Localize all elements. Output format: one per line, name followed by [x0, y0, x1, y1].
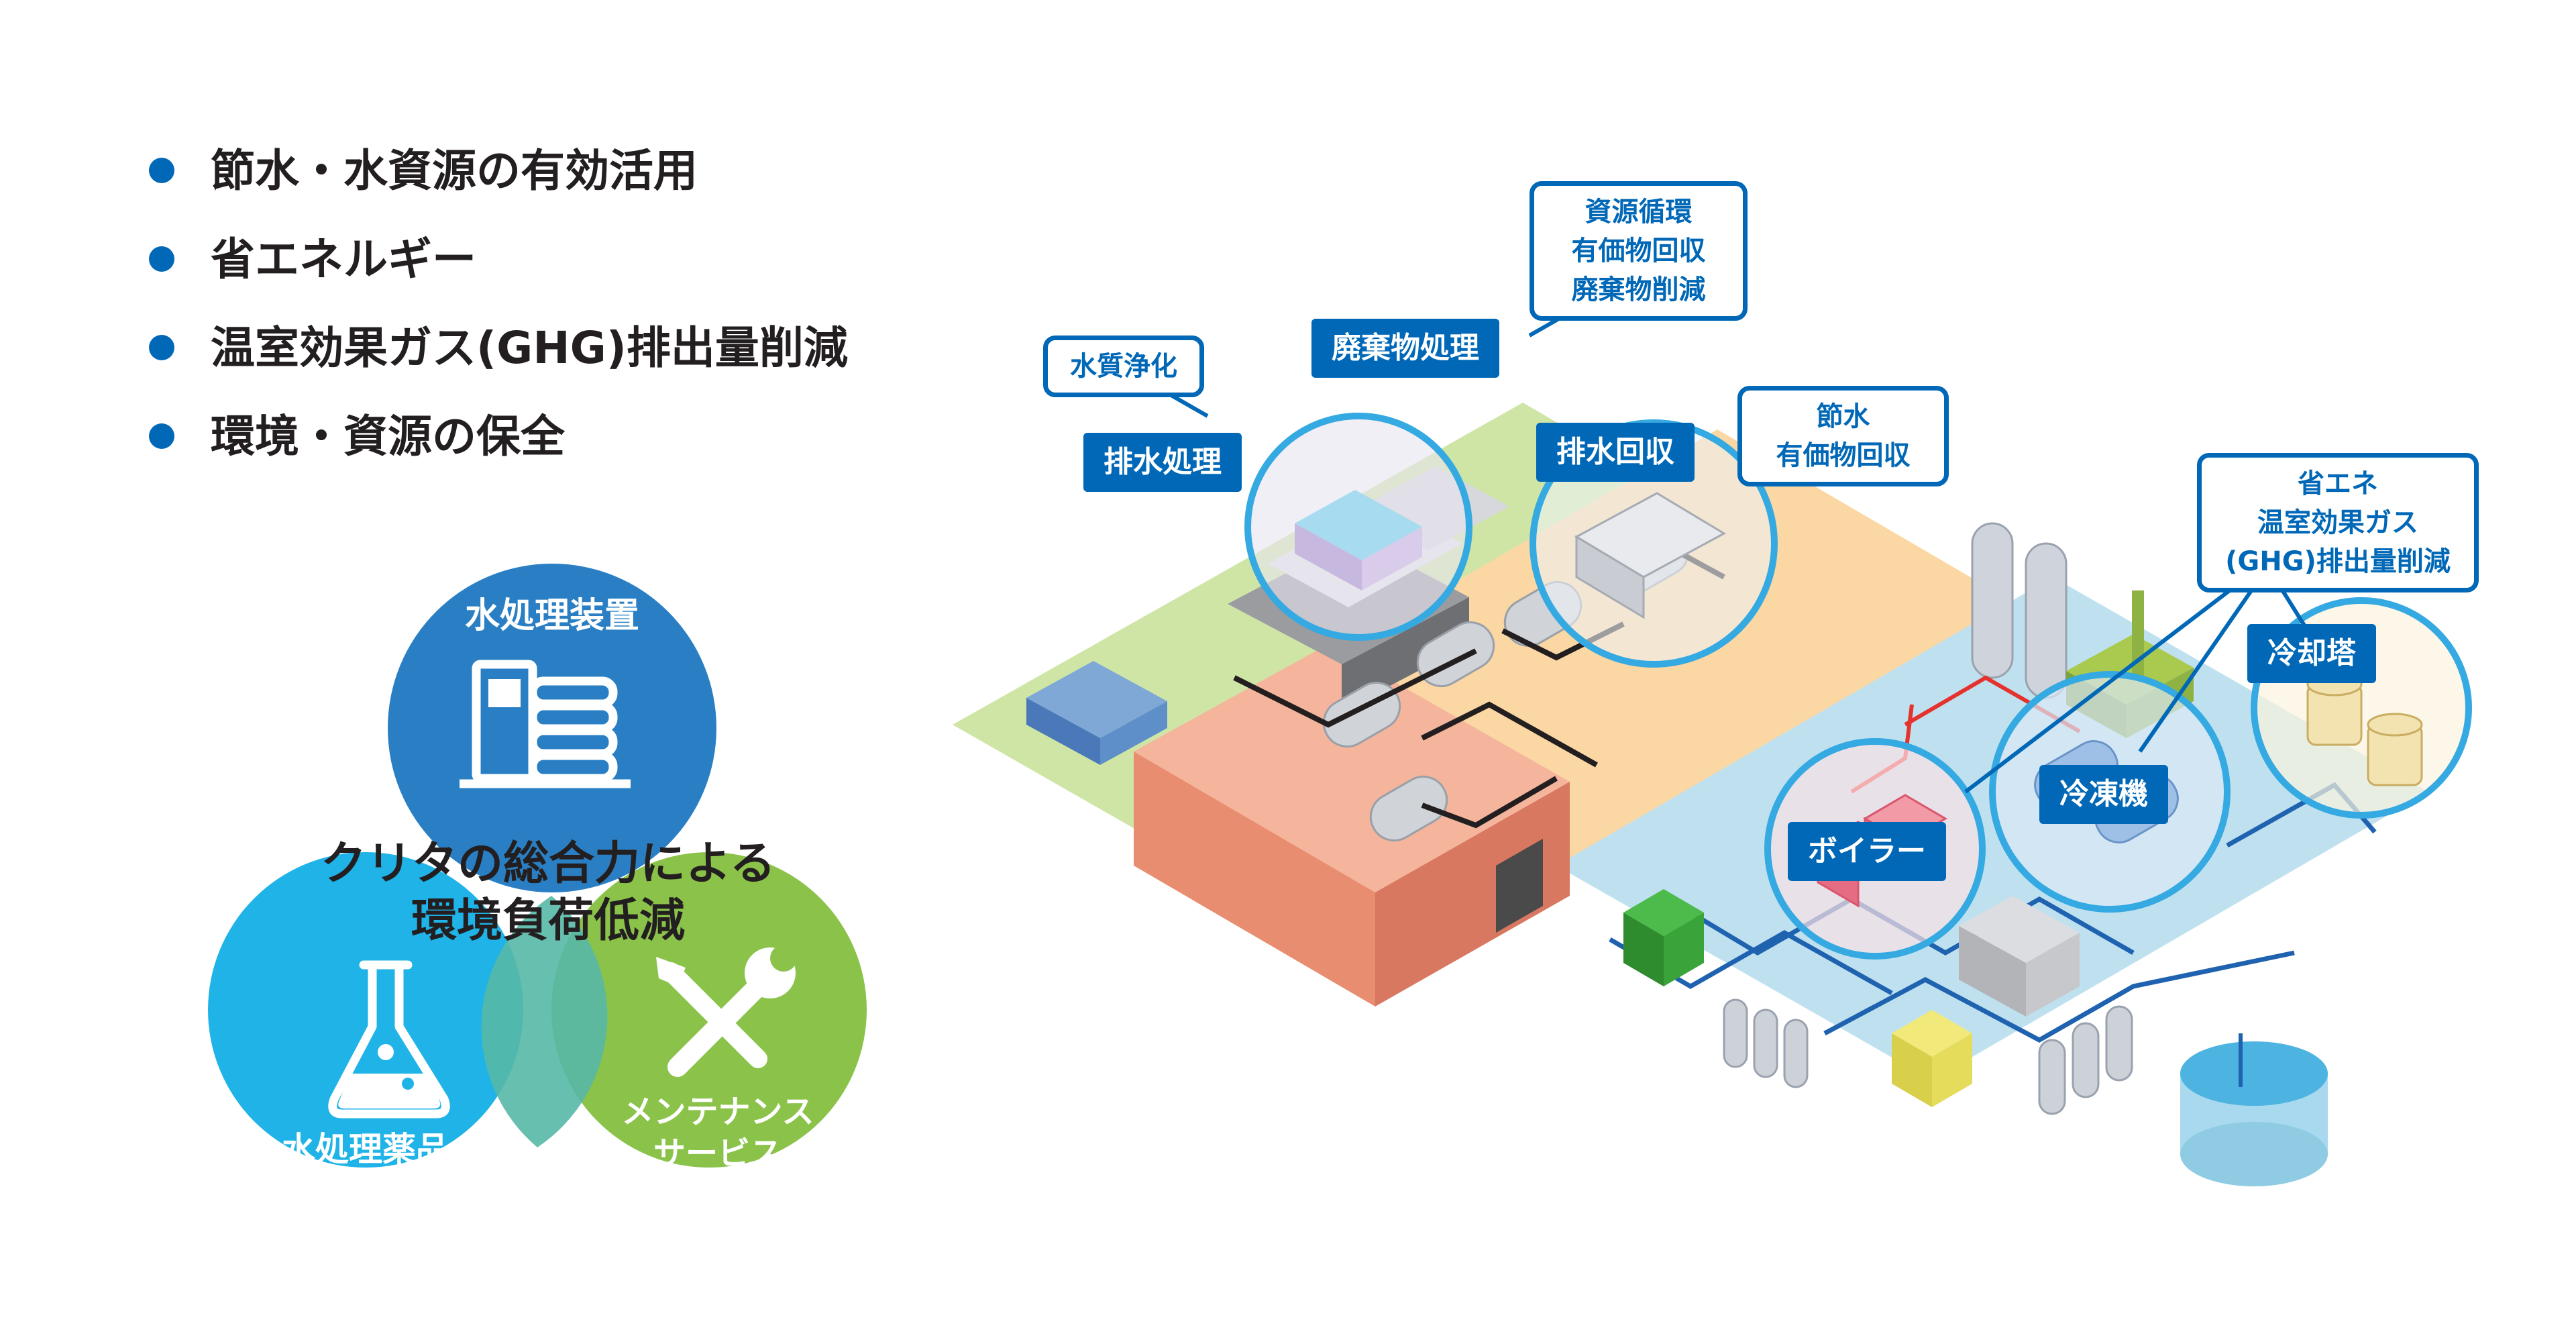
- venn-right-line1: メンテナンス: [621, 1093, 814, 1131]
- factory-building: [1134, 644, 1570, 1007]
- ground-blue: [1556, 577, 2428, 1080]
- benefit-item-water: 節水・水資源の有効活用: [149, 138, 848, 226]
- callout-water-saving: 節水 有価物回収: [1737, 386, 1949, 486]
- benefit-item-ghg: 温室効果ガス(GHG)排出量削減: [149, 315, 848, 403]
- tag-wastewater-recovery: 排水回収: [1536, 423, 1695, 482]
- water-equipment-icon: [460, 660, 631, 788]
- tag-cooling-tower: 冷却塔: [2247, 624, 2376, 683]
- venn-center-line2: 環境負荷低減: [411, 894, 685, 947]
- callout-resource-cycle: 資源循環 有価物回収 廃棄物削減: [1529, 181, 1748, 321]
- benefit-item-environment: 環境・資源の保全: [149, 403, 848, 492]
- venn-top-label: 水処理装置: [465, 596, 639, 636]
- venn-right-line2: サービス: [653, 1135, 782, 1172]
- tag-wastewater-treatment: 排水処理: [1083, 433, 1242, 492]
- venn-overlap: [481, 896, 608, 1147]
- yellow-cube: [1892, 1010, 1972, 1107]
- silos: [1971, 522, 2068, 699]
- plant-illustration: [953, 280, 2472, 1186]
- venn-diagram: 水処理装置 クリタの総合力による 環境負荷低減 水処理薬品 メンテナンス サービ…: [208, 564, 867, 1172]
- benefit-list: 節水・水資源の有効活用 省エネルギー 温室効果ガス(GHG)排出量削減 環境・資…: [149, 138, 848, 492]
- venn-left-label: 水処理薬品: [282, 1130, 449, 1169]
- callout-energy-saving: 省エネ 温室効果ガス (GHG)排出量削減: [2197, 453, 2479, 592]
- green-cube: [1623, 889, 1704, 986]
- benefit-item-energy: 省エネルギー: [149, 226, 848, 315]
- tag-boiler: ボイラー: [1788, 822, 1946, 881]
- flask-icon: [328, 960, 450, 1119]
- cooling-tower-units: [2306, 672, 2423, 786]
- tools-icon: [656, 945, 797, 1077]
- venn-circle-left: [208, 852, 523, 1168]
- round-water-tank: [2180, 1033, 2328, 1186]
- basin-detail: [1295, 490, 1422, 590]
- callout-water-purification: 水質浄化: [1043, 336, 1204, 397]
- venn-center-line1: クリタの総合力による: [321, 837, 775, 890]
- small-cylinders: [1723, 998, 2133, 1115]
- tag-waste-treatment: 廃棄物処理: [1311, 319, 1499, 378]
- recovery-detail: [1574, 492, 1727, 619]
- grey-unit: [1959, 896, 2080, 1017]
- tag-refrigerator: 冷凍機: [2039, 765, 2168, 824]
- office-building: [1026, 661, 1167, 765]
